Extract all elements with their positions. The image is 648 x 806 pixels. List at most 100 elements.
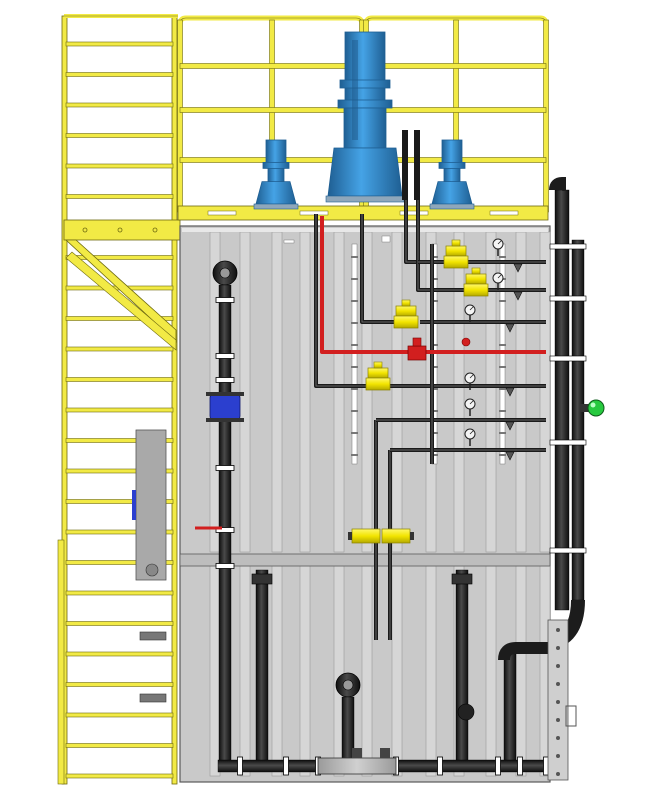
ladder-rung bbox=[65, 499, 174, 504]
tank-body bbox=[179, 225, 551, 783]
exchanger-port bbox=[132, 490, 136, 520]
pipe-valve-wheel bbox=[457, 703, 475, 721]
level-tick bbox=[431, 256, 438, 258]
deck-slot bbox=[489, 210, 519, 216]
valve-cap-red bbox=[412, 337, 422, 347]
pipe-flange bbox=[517, 756, 523, 776]
frame-bolt bbox=[556, 772, 560, 776]
deck-slot bbox=[207, 210, 237, 216]
pump-motor bbox=[441, 139, 463, 163]
strainer-cap bbox=[380, 748, 390, 758]
level-tick bbox=[499, 366, 506, 368]
level-tick bbox=[431, 366, 438, 368]
frame-bolt bbox=[556, 664, 560, 668]
vent-pipe bbox=[414, 130, 420, 200]
valve-cap bbox=[451, 239, 461, 247]
ladder-rung bbox=[65, 438, 174, 443]
pipe-bend bbox=[498, 642, 550, 661]
level-tick bbox=[351, 322, 358, 324]
level-tick bbox=[431, 454, 438, 456]
frame-bolt bbox=[556, 736, 560, 740]
level-tick bbox=[351, 432, 358, 434]
ladder-rung bbox=[65, 712, 174, 718]
tank-panel-rib bbox=[299, 565, 311, 777]
pipe-elbow-bore bbox=[219, 267, 231, 279]
pipe-vertical bbox=[503, 649, 517, 769]
tank-panel-rib bbox=[299, 231, 311, 553]
circulator-body bbox=[209, 393, 241, 421]
tank-tag bbox=[381, 235, 391, 243]
ladder-rung bbox=[65, 621, 174, 626]
ladder-rung bbox=[65, 468, 174, 474]
check-valve bbox=[505, 387, 515, 397]
frame-bolt bbox=[556, 682, 560, 686]
railing-post bbox=[177, 19, 183, 213]
temp-sensor bbox=[461, 337, 471, 347]
level-tick bbox=[499, 410, 506, 412]
pipe-vertical bbox=[554, 189, 570, 611]
valve-cap bbox=[373, 361, 383, 369]
valve-icon bbox=[348, 239, 489, 544]
process-line-highlight bbox=[315, 214, 376, 387]
process-line-highlight bbox=[361, 214, 398, 323]
ladder-rung bbox=[65, 102, 174, 108]
valve-cap bbox=[471, 267, 481, 275]
ladder-stringer bbox=[171, 15, 178, 785]
ladder-rung bbox=[65, 590, 174, 596]
pump-flange bbox=[337, 99, 393, 109]
tank-panel-rib bbox=[209, 565, 221, 777]
pipe-flange bbox=[237, 756, 243, 776]
stack-flange bbox=[549, 243, 587, 250]
ladder-rung bbox=[65, 743, 174, 748]
tank-panel-rib bbox=[515, 231, 527, 553]
level-tick bbox=[431, 344, 438, 346]
tank-panel-rib bbox=[453, 231, 465, 553]
valve-body-red bbox=[407, 345, 427, 361]
tank-panel-rib bbox=[333, 231, 345, 553]
valve-body bbox=[381, 528, 411, 544]
tank-panel-rib bbox=[239, 565, 251, 777]
pump-shaft bbox=[343, 107, 387, 149]
level-tick bbox=[431, 410, 438, 412]
valve-cap bbox=[401, 299, 411, 307]
level-tick bbox=[351, 256, 358, 258]
ladder-icon bbox=[57, 14, 181, 785]
level-tick bbox=[431, 388, 438, 390]
level-tick bbox=[351, 410, 358, 412]
gauge-needle bbox=[469, 400, 474, 405]
level-tick bbox=[431, 432, 438, 434]
drain-fitting bbox=[139, 693, 167, 703]
ladder-rung bbox=[65, 255, 174, 260]
valve-actuator bbox=[465, 273, 487, 285]
ladder-rung bbox=[65, 407, 174, 413]
pump-flange bbox=[339, 79, 391, 89]
circulator-flange bbox=[206, 392, 244, 396]
pipe-flange bbox=[215, 297, 235, 303]
valve-body bbox=[443, 255, 469, 269]
gauge-needle bbox=[469, 374, 474, 379]
level-tick bbox=[499, 344, 506, 346]
valve-end bbox=[410, 532, 414, 540]
frame-bolt bbox=[556, 628, 560, 632]
tank-panel-rib bbox=[361, 565, 373, 777]
pump-base bbox=[253, 203, 299, 210]
ladder-post bbox=[57, 539, 65, 785]
pump-flange bbox=[438, 161, 466, 169]
tank-panel-rib bbox=[271, 231, 283, 553]
ladder-rung bbox=[65, 529, 174, 535]
tank-panel-rib bbox=[425, 565, 437, 777]
pump-base bbox=[429, 203, 475, 210]
pipe-vertical bbox=[255, 569, 269, 769]
pipe-flange bbox=[437, 756, 443, 776]
valve-actuator bbox=[395, 305, 417, 317]
level-tick bbox=[499, 256, 506, 258]
check-valve bbox=[505, 451, 515, 461]
indicator-light-icon bbox=[580, 399, 605, 417]
valve-body bbox=[393, 315, 419, 329]
exchanger-plate bbox=[135, 429, 167, 581]
tank-panel-rib bbox=[485, 565, 497, 777]
ladder-rung bbox=[65, 377, 174, 382]
level-tick bbox=[499, 432, 506, 434]
ladder-rung bbox=[65, 72, 174, 77]
